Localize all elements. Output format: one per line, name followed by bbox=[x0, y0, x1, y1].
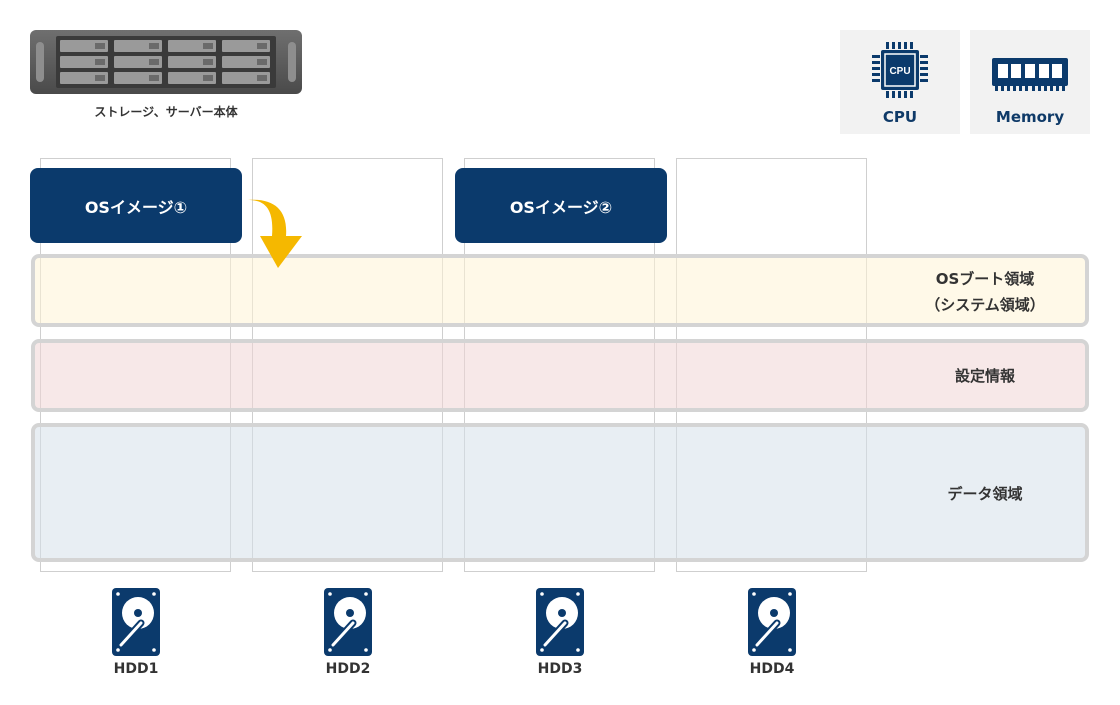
hdd-1-icon bbox=[112, 588, 160, 656]
cpu-label: CPU bbox=[882, 108, 918, 126]
hdd-4-label: HDD4 bbox=[749, 661, 795, 677]
hdd-3-label: HDD3 bbox=[537, 661, 583, 677]
cpu-chip-text: CPU bbox=[889, 66, 910, 77]
settings-region: 設定情報 bbox=[31, 339, 1089, 412]
hdd-2-icon bbox=[324, 588, 372, 656]
memory-label: Memory bbox=[995, 108, 1065, 126]
memory-icon bbox=[992, 58, 1068, 91]
hdd-4-icon bbox=[748, 588, 796, 656]
server-caption: ストレージ、サーバー本体 bbox=[94, 105, 238, 119]
data-region-label: データ領域 bbox=[947, 485, 1023, 503]
hdd-3-icon bbox=[536, 588, 584, 656]
server-ear-right bbox=[288, 42, 296, 82]
os-boot-region-subtitle: （システム領域） bbox=[925, 296, 1045, 314]
cpu-icon: CPU bbox=[872, 42, 928, 98]
os-boot-region: OSブート領域 （システム領域） bbox=[31, 254, 1089, 327]
os-boot-region-label: OSブート領域 （システム領域） bbox=[895, 266, 1075, 318]
server-chassis-image bbox=[30, 30, 302, 94]
memory-box: Memory bbox=[970, 30, 1090, 134]
curved-arrow-icon bbox=[248, 199, 302, 268]
hdd-2-label: HDD2 bbox=[325, 661, 371, 677]
cpu-box: CPU CPU bbox=[840, 30, 960, 134]
os-image-1-box: OSイメージ① bbox=[30, 168, 242, 243]
hdd-1-label: HDD1 bbox=[113, 661, 159, 677]
server-drive-bays bbox=[56, 36, 276, 88]
os-boot-region-title: OSブート領域 bbox=[935, 270, 1035, 288]
os-image-2-box: OSイメージ② bbox=[455, 168, 667, 243]
data-region: データ領域 bbox=[31, 423, 1089, 562]
settings-region-label: 設定情報 bbox=[954, 367, 1015, 385]
server-ear-left bbox=[36, 42, 44, 82]
